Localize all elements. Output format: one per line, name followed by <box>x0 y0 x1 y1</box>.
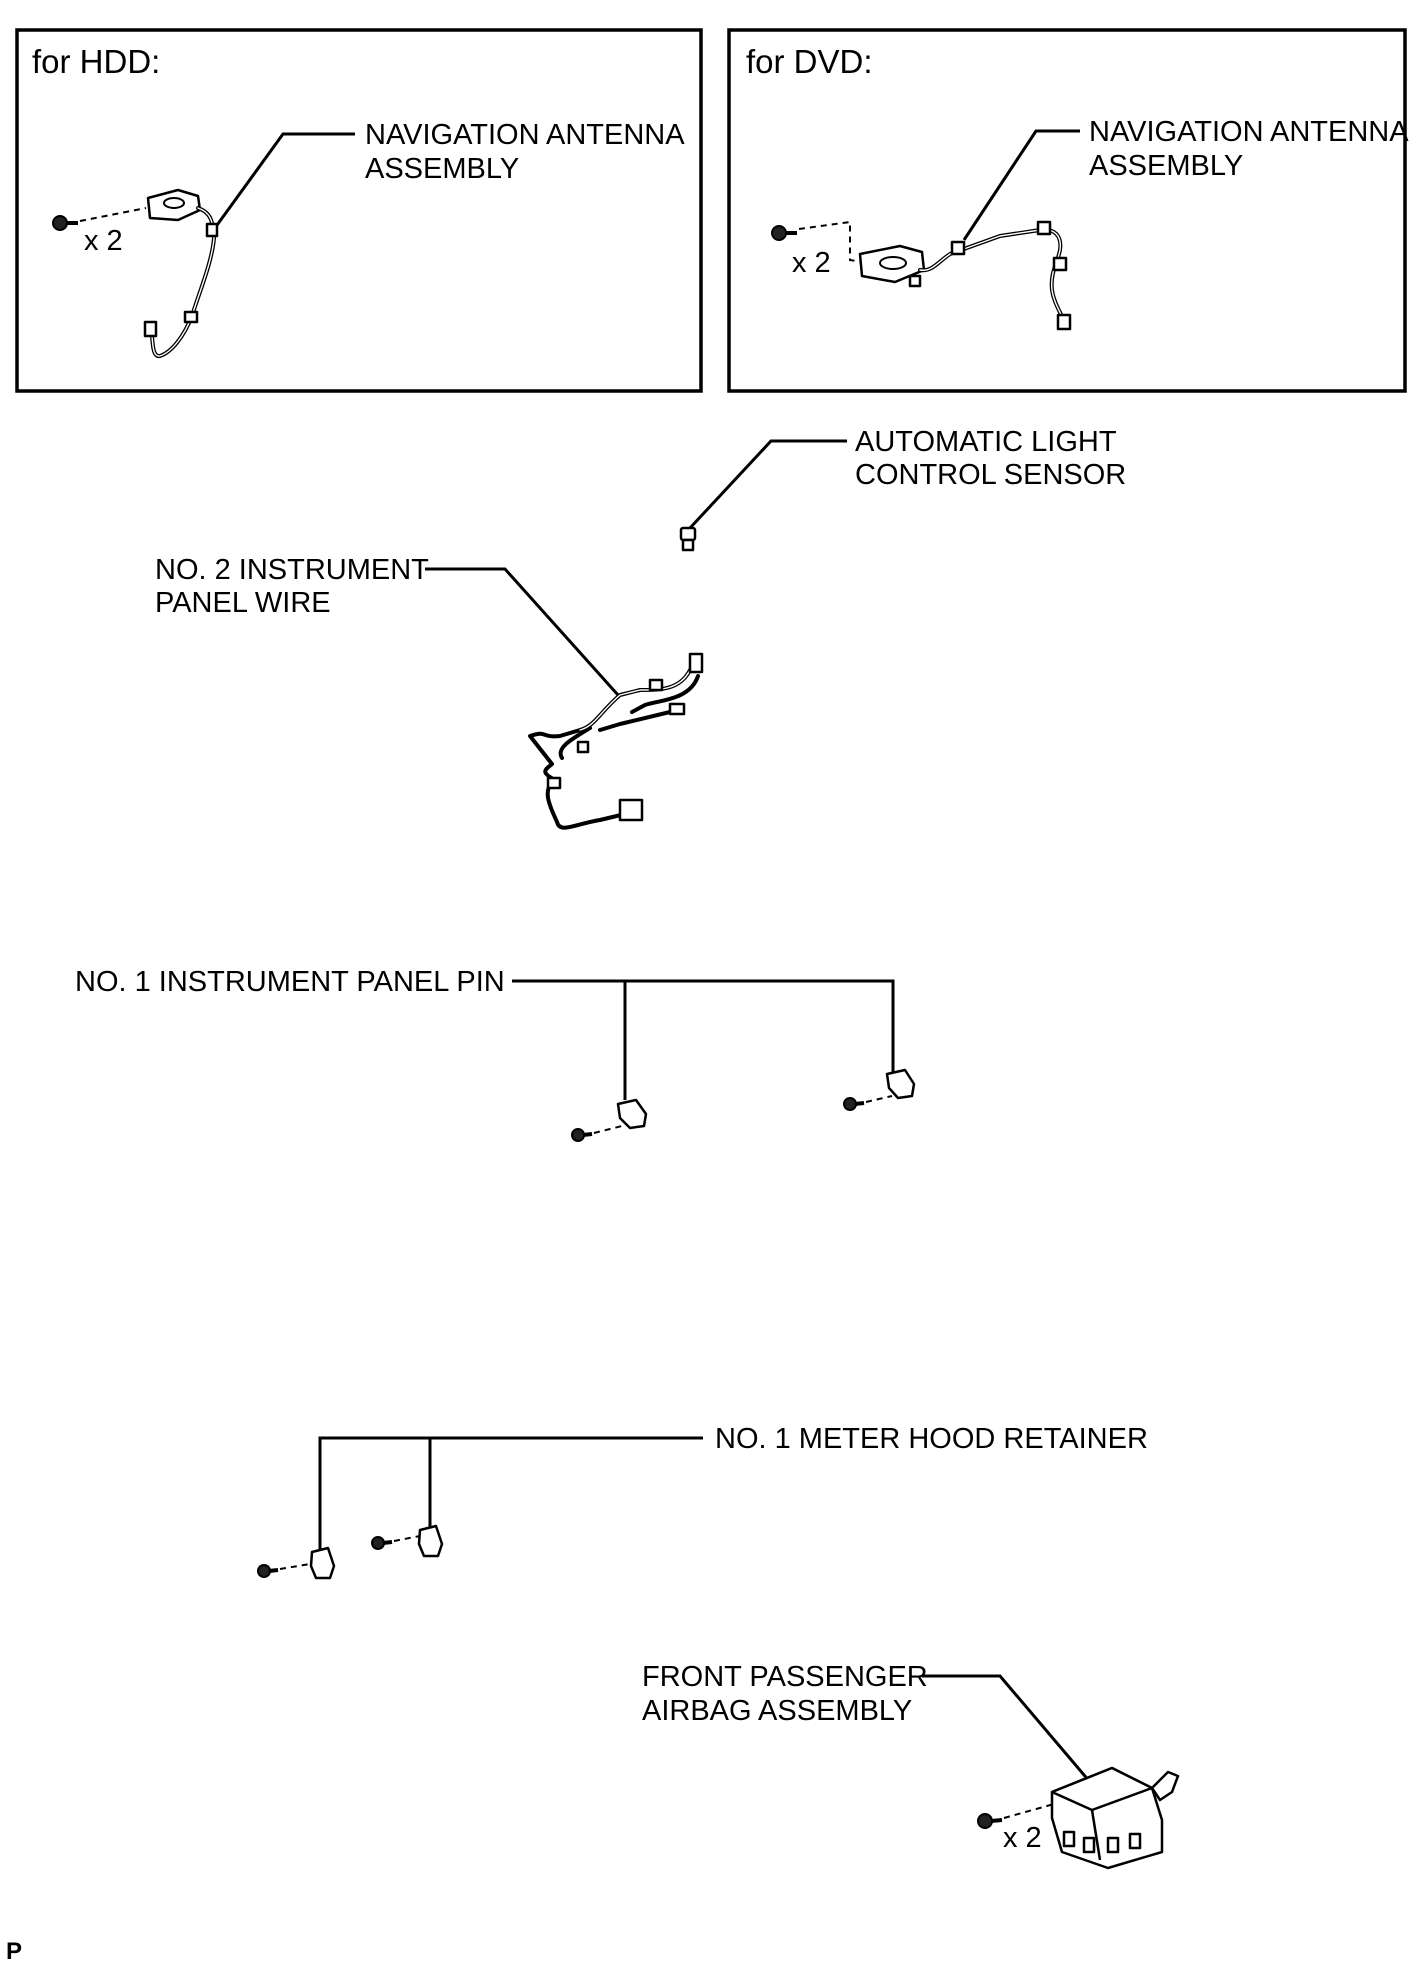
panel-wire-clip-3 <box>546 776 562 790</box>
panel-wire-label-line1: NO. 2 INSTRUMENT <box>155 554 429 586</box>
corner-mark: P <box>6 1938 22 1963</box>
hood-retainer-group: NO. 1 METER HOOD RETAINER <box>257 1423 1148 1580</box>
hood-retainer-leader <box>318 1436 703 1554</box>
hdd-antenna-label-line2: ASSEMBLY <box>365 153 519 185</box>
panel-wire-connector-top <box>688 652 704 674</box>
hood-retainer-label: NO. 1 METER HOOD RETAINER <box>715 1423 1148 1455</box>
panel-wire-clip-2 <box>576 740 590 754</box>
dvd-panel-title: for DVD: <box>746 43 873 80</box>
hdd-panel: for HDD: NAVIGATION ANTENNA ASSEMBLY x 2 <box>15 28 703 393</box>
dvd-antenna-leader <box>962 129 1080 241</box>
panel-wire-leader <box>425 567 620 697</box>
light-sensor-label-line1: AUTOMATIC LIGHT <box>855 426 1117 458</box>
dvd-panel-frame <box>727 28 1407 393</box>
panel-pin-label: NO. 1 INSTRUMENT PANEL PIN <box>75 966 505 998</box>
panel-wire-connector-bottom <box>618 798 644 822</box>
hdd-panel-frame <box>15 28 703 393</box>
airbag-screw-qty: x 2 <box>1003 1822 1042 1854</box>
panel-wire-label-line2: PANEL WIRE <box>155 587 331 619</box>
panel-wire-harness <box>528 652 704 830</box>
airbag-leader <box>922 1674 1092 1783</box>
hdd-panel-title: for HDD: <box>32 43 160 80</box>
panel-pin-right <box>843 1068 916 1111</box>
dvd-panel: for DVD: NAVIGATION ANTENNA ASSEMBLY x 2 <box>727 28 1409 393</box>
panel-pin-group: NO. 1 INSTRUMENT PANEL PIN <box>75 966 916 1142</box>
hdd-antenna-label-line1: NAVIGATION ANTENNA <box>365 119 685 151</box>
airbag-label-line1: FRONT PASSENGER <box>642 1661 928 1693</box>
panel-pin-leader <box>512 979 895 1073</box>
panel-wire-group: NO. 2 INSTRUMENT PANEL WIRE <box>155 554 704 830</box>
airbag-screw <box>977 1803 1055 1829</box>
hdd-antenna-assembly <box>143 188 219 358</box>
panel-wire-connector-right <box>668 702 686 716</box>
light-sensor-label-line2: CONTROL SENSOR <box>855 459 1126 491</box>
hdd-antenna-leader <box>210 132 355 233</box>
panel-pin-left <box>571 1098 648 1142</box>
dvd-screw-qty: x 2 <box>792 247 831 279</box>
dvd-antenna-label-line1: NAVIGATION ANTENNA <box>1089 116 1409 148</box>
hdd-screw <box>52 207 147 231</box>
airbag-label-line2: AIRBAG ASSEMBLY <box>642 1695 912 1727</box>
dvd-antenna-assembly <box>858 220 1072 331</box>
airbag-group: FRONT PASSENGER AIRBAG ASSEMBLY x 2 <box>642 1661 1180 1870</box>
hdd-screw-qty: x 2 <box>84 225 123 257</box>
airbag-assembly <box>1050 1766 1180 1870</box>
light-sensor-leader <box>688 439 847 530</box>
panel-wire-clip-1 <box>648 678 664 692</box>
light-sensor <box>679 526 697 552</box>
dvd-antenna-label-line2: ASSEMBLY <box>1089 150 1243 182</box>
light-sensor-group: AUTOMATIC LIGHT CONTROL SENSOR <box>679 426 1126 552</box>
dvd-screw <box>771 220 863 263</box>
hood-retainer-right <box>371 1524 444 1558</box>
hood-retainer-left <box>257 1546 336 1580</box>
